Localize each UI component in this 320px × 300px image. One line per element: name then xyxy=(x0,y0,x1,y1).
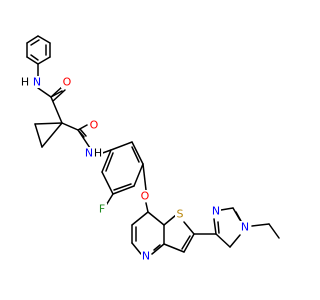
atom-n-amide1: N xyxy=(32,76,42,89)
atom-n-imidazole-1: N xyxy=(240,221,250,234)
atom-n-amide2: N xyxy=(84,147,94,160)
atom-o-amide2: O xyxy=(88,119,99,132)
atom-label-o2: O xyxy=(90,119,99,132)
atom-label-n4: N xyxy=(212,205,220,218)
bond-lines xyxy=(26,35,280,255)
molecule-structure: H N O O N H F O xyxy=(21,35,280,263)
atom-label-o1: O xyxy=(63,76,72,89)
atom-h-amide2: H xyxy=(94,147,103,160)
atom-labels: H N O O N H F O xyxy=(21,76,250,263)
atom-label-n3: N xyxy=(142,250,150,263)
atom-n-pyridine: N xyxy=(141,250,151,263)
atom-label-h2: H xyxy=(94,147,102,160)
atom-label-h1: H xyxy=(21,76,29,89)
atom-h-amide1: H xyxy=(21,76,30,89)
atom-s: S xyxy=(175,208,185,221)
atom-label-o3: O xyxy=(141,190,150,203)
atom-f: F xyxy=(97,203,107,216)
atom-label-n1: N xyxy=(33,76,41,89)
atom-n-imidazole-3: N xyxy=(211,205,221,218)
atom-label-f: F xyxy=(99,203,105,216)
atom-label-n2: N xyxy=(85,147,93,160)
atom-o-amide1: O xyxy=(61,76,72,89)
atom-label-n5: N xyxy=(241,221,249,234)
atom-label-s: S xyxy=(177,208,184,221)
atom-o-ether: O xyxy=(139,190,150,203)
